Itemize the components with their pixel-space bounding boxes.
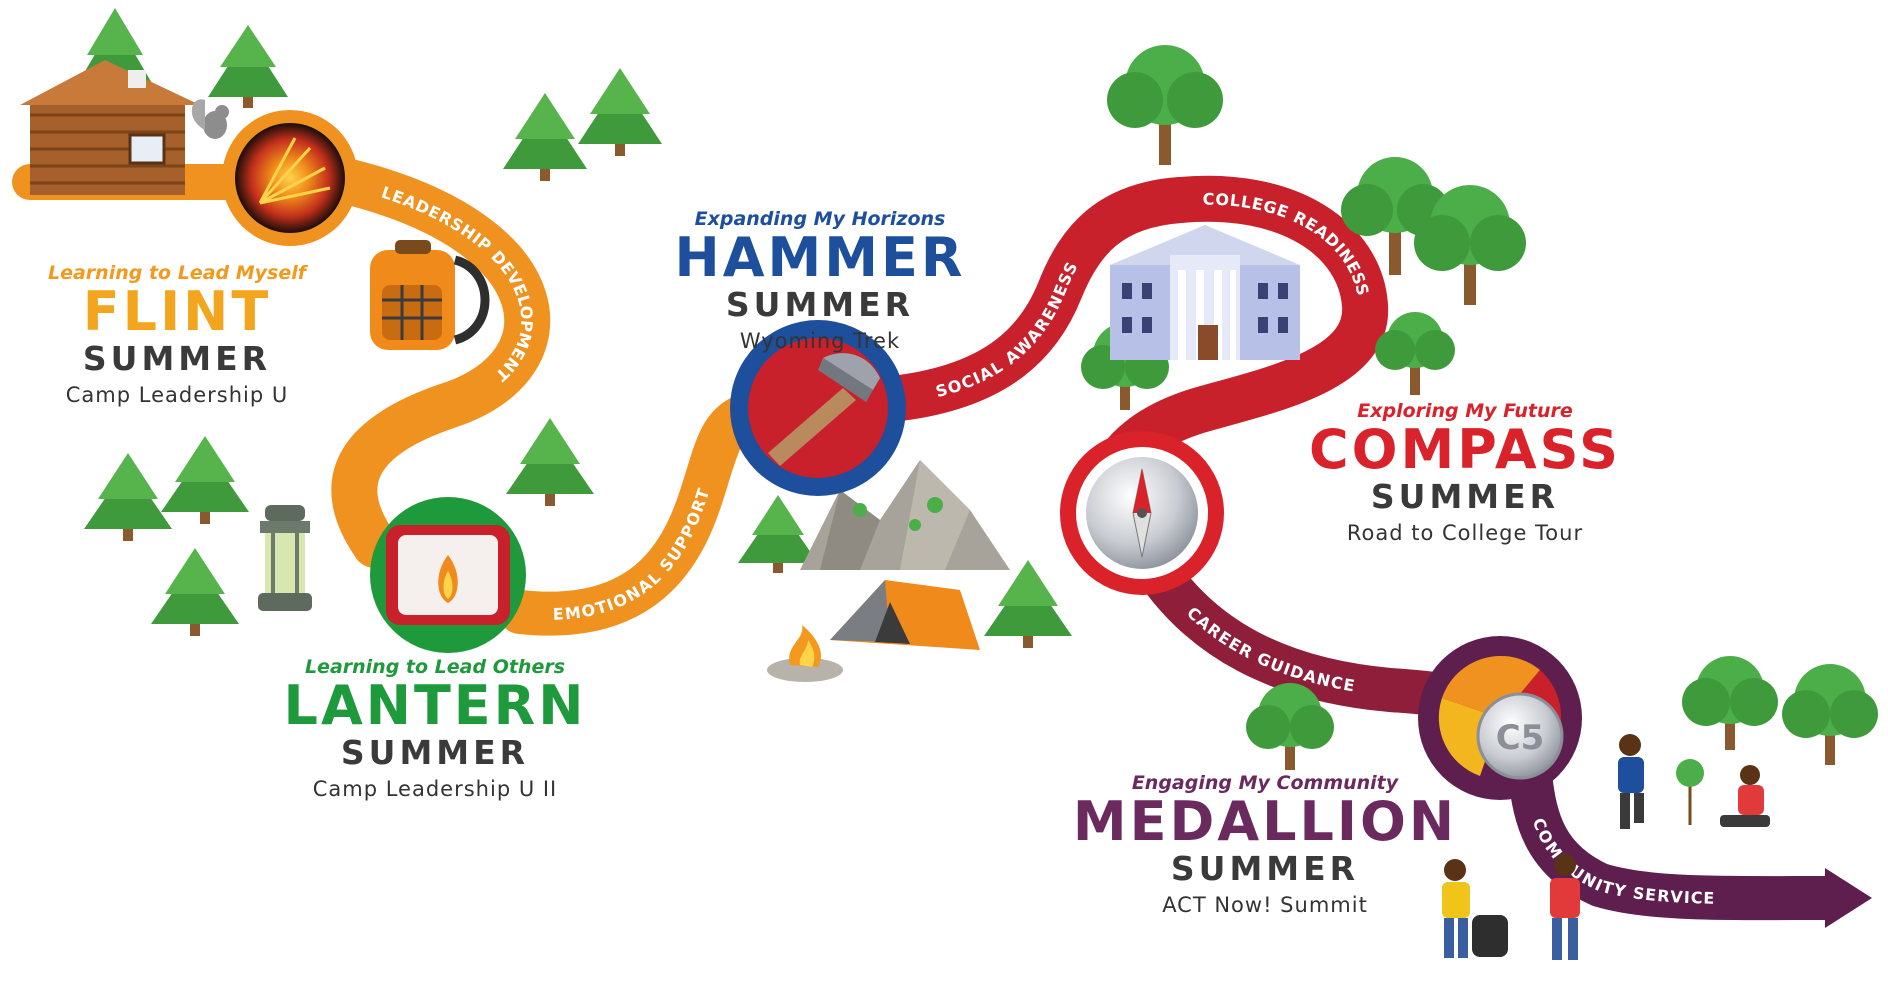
flint-spark-icon [258, 137, 331, 205]
stage-program: ACT Now! Summit [1162, 892, 1368, 917]
stage-compass: Exploring My Future COMPASS SUMMER Road … [1255, 400, 1675, 545]
stage-season: SUMMER [340, 732, 530, 772]
round-tree-icon [1414, 185, 1526, 305]
path-college-segment [1087, 175, 1389, 503]
pine-tree-icon [151, 548, 239, 636]
stage-program: Road to College Tour [1346, 520, 1584, 545]
stage-season: SUMMER [725, 284, 915, 324]
stage-tagline: Expanding My Horizons [694, 208, 946, 230]
pine-tree-icon [208, 25, 288, 108]
stage-tagline: Exploring My Future [1357, 400, 1573, 422]
tent-icon [830, 580, 980, 650]
stage-medallion: Engaging My Community MEDALLION SUMMER A… [1020, 772, 1510, 917]
stage-program: Camp Leadership U [65, 382, 289, 407]
pine-tree-icon [503, 93, 587, 181]
medal-emblem-text: C5 [1496, 718, 1545, 758]
compass-icon [1132, 468, 1152, 558]
path-social-segment [877, 177, 1203, 421]
path-end-arrow [1825, 868, 1872, 928]
pine-tree-icon [984, 560, 1072, 648]
pine-tree-icon [506, 418, 594, 506]
stage-tagline: Learning to Lead Others [304, 656, 566, 678]
campfire-icon [767, 625, 843, 682]
stage-hammer: Expanding My Horizons HAMMER SUMMER Wyom… [620, 208, 1020, 353]
round-tree-icon [1341, 157, 1449, 275]
pine-tree-icon [84, 453, 172, 541]
stage-tagline: Learning to Lead Myself [47, 262, 306, 284]
round-tree-icon [1107, 45, 1223, 165]
medal-icon: C5 [1476, 692, 1564, 780]
lantern-medallion [370, 497, 526, 653]
medallion-medallion: C5 [1418, 636, 1582, 800]
roadmap-path [12, 159, 1872, 928]
squirrel-icon [191, 99, 229, 139]
pine-tree-icon [161, 436, 249, 524]
stage-name: FLINT [82, 280, 272, 343]
path-community-segment [1508, 753, 1852, 921]
mountain-icon [800, 460, 1010, 570]
round-tree-icon [1782, 664, 1878, 765]
lantern-icon [258, 505, 312, 611]
stage-lantern: Learning to Lead Others LANTERN SUMMER C… [240, 656, 630, 801]
stage-season: SUMMER [1170, 848, 1360, 888]
stage-name: COMPASS [1308, 418, 1622, 481]
college-building-icon [1110, 225, 1300, 360]
stage-season: SUMMER [1370, 476, 1560, 516]
log-cabin-icon [20, 60, 200, 195]
stage-name: LANTERN [283, 674, 587, 737]
stage-name: MEDALLION [1072, 790, 1458, 853]
stage-season: SUMMER [82, 338, 272, 378]
pine-tree-icon [578, 68, 662, 156]
stage-flint: Learning to Lead Myself FLINT SUMMER Cam… [12, 262, 342, 407]
stage-tagline: Engaging My Community [1131, 772, 1399, 794]
hammer-medallion [730, 320, 906, 496]
trees [77, 8, 1878, 770]
path-emotional-segment [498, 396, 762, 636]
round-tree-icon [1682, 656, 1778, 750]
round-tree-icon [1375, 312, 1455, 395]
pine-tree-icon [738, 495, 818, 573]
volunteers-cleanup-icon [1442, 854, 1580, 960]
path-leadership-segment [327, 159, 551, 568]
stage-program: Wyoming Trek [739, 328, 901, 353]
lantern-flame-icon [438, 555, 458, 603]
hammer-icon [768, 353, 880, 466]
flint-medallion [222, 110, 358, 246]
round-tree-icon [1246, 683, 1334, 770]
volunteers-planting-icon [1618, 734, 1770, 829]
stage-name: HAMMER [674, 226, 966, 289]
stage-program: Camp Leadership U II [312, 776, 558, 801]
compass-medallion [1060, 431, 1224, 595]
backpack-icon [370, 240, 490, 350]
